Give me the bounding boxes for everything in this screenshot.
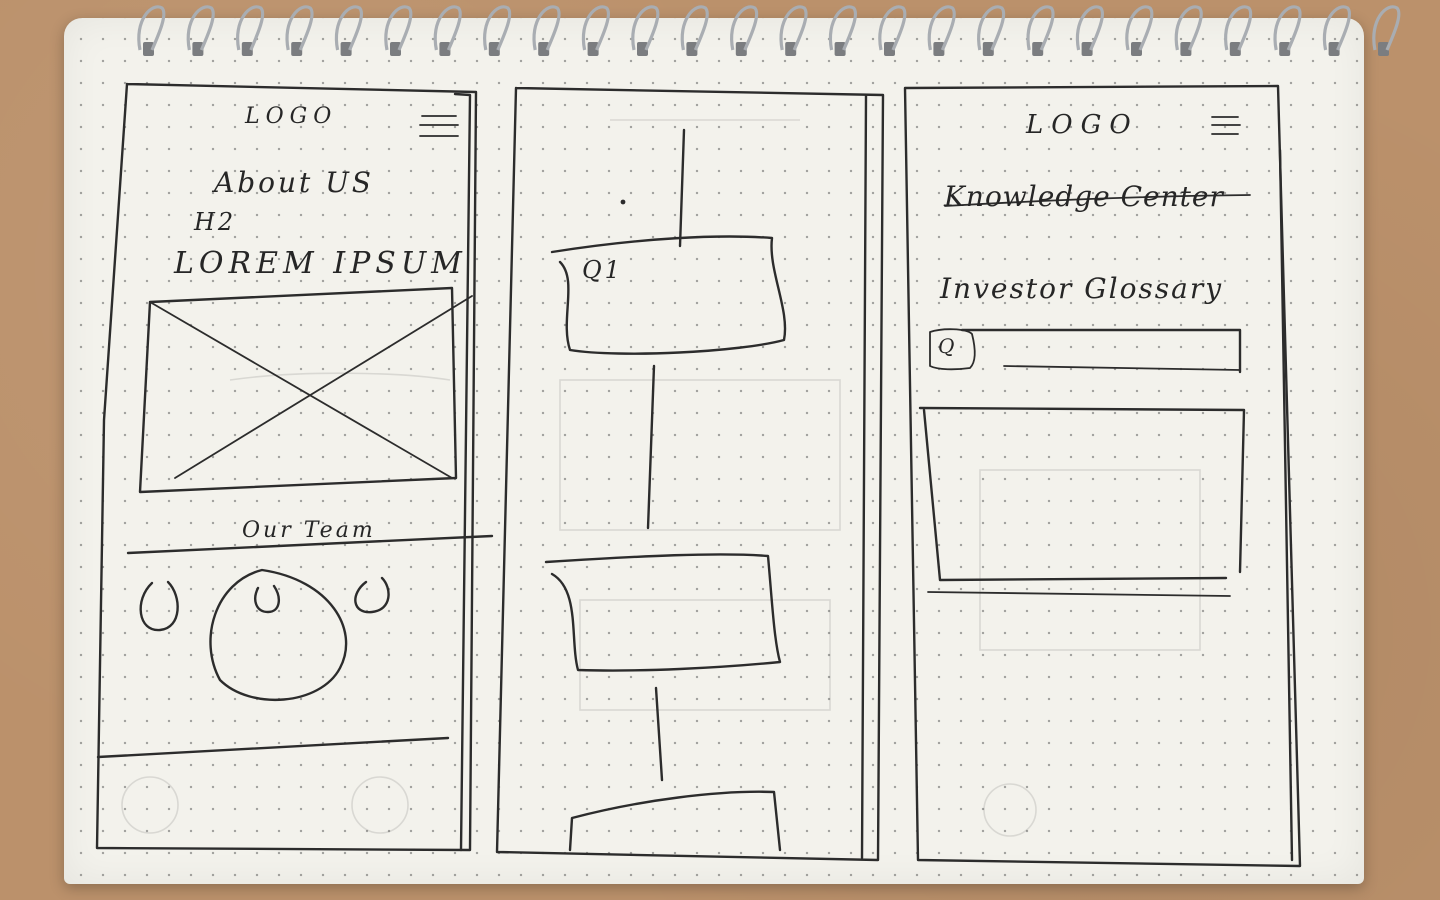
timeline-connector <box>678 128 686 248</box>
timeline-panel <box>495 86 885 862</box>
binding-coil <box>1125 5 1154 51</box>
notebook-page <box>64 18 1364 884</box>
image-placeholder-icon <box>138 286 473 494</box>
binding-coil <box>433 5 462 51</box>
binding-hole <box>1131 42 1142 56</box>
binding-coil <box>878 5 907 51</box>
strikethrough-line <box>944 194 1251 207</box>
binding-hole <box>192 42 204 56</box>
binding-coil <box>384 5 413 51</box>
binding-hole <box>735 42 747 56</box>
search-bar[interactable] <box>929 328 1242 374</box>
struck-heading: Knowledge Center <box>944 180 1224 213</box>
binding-coil <box>483 5 512 51</box>
binding-coil <box>927 5 956 51</box>
binding-hole <box>1229 42 1241 56</box>
binding-coil <box>1273 5 1302 51</box>
binding-coil <box>137 5 166 51</box>
binding-coil <box>532 5 561 51</box>
timeline-card[interactable] <box>550 235 787 355</box>
binding-hole <box>1328 42 1340 56</box>
hamburger-menu-icon[interactable] <box>419 115 459 137</box>
about-panel-frame <box>95 82 478 852</box>
binding-hole <box>1081 42 1093 56</box>
binding-coil <box>730 5 759 51</box>
binding-hole <box>834 42 846 56</box>
timeline-connector <box>646 364 656 530</box>
binding-coil <box>1224 5 1253 51</box>
timeline-panel-frame <box>495 86 885 862</box>
binding-coil <box>1322 5 1352 51</box>
hamburger-menu-icon[interactable] <box>1211 116 1241 135</box>
binding-coil <box>779 5 808 51</box>
binding-hole <box>933 42 945 56</box>
binding-hole <box>488 42 500 56</box>
binding-coil <box>631 5 660 51</box>
timeline-card-label: Q1 <box>582 256 623 284</box>
binding-coil <box>1075 5 1105 51</box>
binding-coil <box>1372 5 1401 51</box>
binding-hole <box>340 42 352 56</box>
binding-hole <box>785 42 797 56</box>
binding-hole <box>686 42 698 56</box>
team-avatars <box>139 568 390 702</box>
about-heading: About US <box>214 166 374 199</box>
binding-coil <box>1174 5 1203 51</box>
section-divider <box>126 534 494 555</box>
binding-coil <box>285 5 314 51</box>
footer-line <box>96 736 450 759</box>
search-button-label[interactable]: Q <box>938 334 955 358</box>
avatar-icon <box>209 568 348 702</box>
search-icon[interactable] <box>929 328 976 371</box>
timeline-connector <box>654 686 664 782</box>
binding-hole <box>143 42 154 56</box>
binding-coil <box>236 5 265 51</box>
binding-hole <box>538 42 550 56</box>
about-panel <box>95 82 494 852</box>
timeline-card[interactable] <box>568 790 782 852</box>
binding-coil <box>680 5 709 51</box>
binding-hole <box>390 42 401 56</box>
bleed-through-marks <box>121 119 1201 837</box>
binding-coil <box>1026 5 1055 51</box>
avatar-icon <box>139 580 179 632</box>
about-logo[interactable]: LOGO <box>245 104 338 129</box>
binding-hole <box>587 42 599 56</box>
timeline-card[interactable] <box>544 553 782 672</box>
glossary-panel-frame <box>903 84 1302 868</box>
binding-coil <box>977 5 1006 51</box>
binding-hole <box>439 42 451 56</box>
team-section-title: Our Team <box>242 518 376 543</box>
binding-hole <box>291 42 303 56</box>
binding-coil <box>186 5 215 51</box>
glossary-panel <box>903 84 1302 868</box>
binding-hole <box>1378 42 1389 56</box>
binding-hole <box>1032 42 1044 56</box>
glossary-logo[interactable]: LOGO <box>1026 110 1139 140</box>
content-placeholder <box>918 406 1246 597</box>
binding-hole <box>637 42 648 56</box>
binding-hole <box>1279 42 1291 56</box>
binding-coil <box>828 5 858 51</box>
binding-coil <box>581 5 611 51</box>
spiral-binding <box>137 5 1401 56</box>
binding-hole <box>1180 42 1192 56</box>
avatar-icon <box>354 576 390 614</box>
binding-hole <box>884 42 895 56</box>
about-subheading: H2 <box>194 208 237 236</box>
binding-coil <box>334 5 364 51</box>
about-body-text: LOREM IPSUM <box>174 246 467 281</box>
binding-hole <box>241 42 253 56</box>
glossary-heading: Investor Glossary <box>940 272 1224 305</box>
binding-hole <box>982 42 994 56</box>
